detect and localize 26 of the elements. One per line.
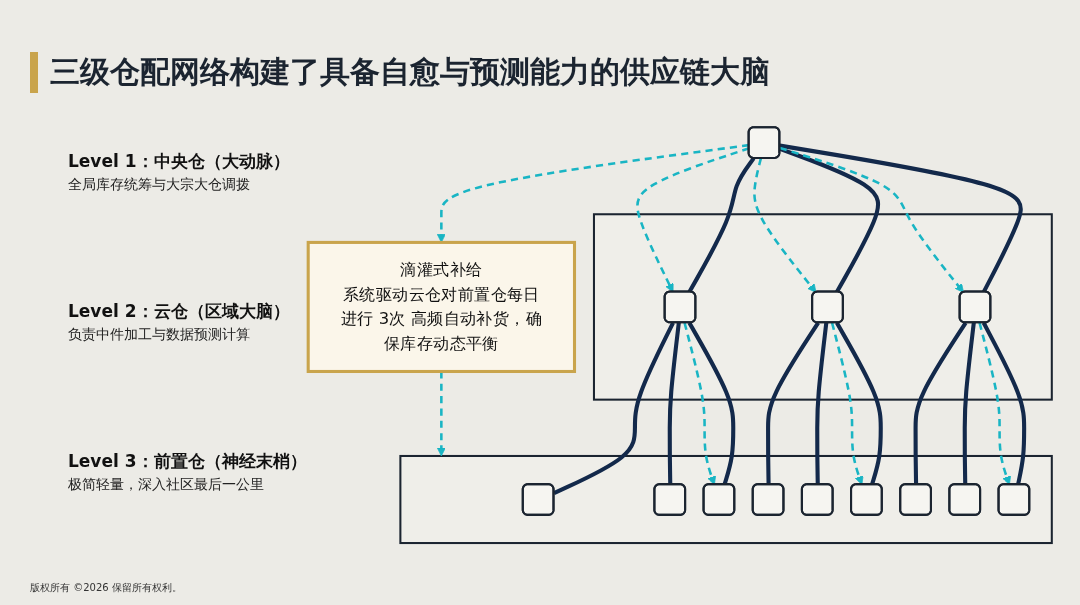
cluster xyxy=(399,454,1053,544)
level-description: 极简轻量，深入社区最后一公里 xyxy=(68,476,265,494)
arrow xyxy=(779,146,964,293)
node-box xyxy=(306,240,577,373)
connector xyxy=(913,321,968,485)
level-heading: Level 2：云仓（区域大脑） xyxy=(68,300,290,323)
connector xyxy=(687,157,756,293)
arrow xyxy=(683,322,716,485)
connector xyxy=(815,322,829,485)
connector xyxy=(779,143,1023,293)
connector xyxy=(766,321,820,485)
level-description: 全局库存统筹与大宗大仓调拨 xyxy=(68,176,251,194)
cluster xyxy=(592,213,1053,401)
connector xyxy=(667,322,681,485)
level-description: 负责中件加工与数据预测计算 xyxy=(68,326,251,344)
connector xyxy=(962,322,976,485)
connector xyxy=(779,146,881,293)
arrow xyxy=(830,322,864,485)
connector xyxy=(553,321,675,495)
copyright-note: 版权所有 ©2026 保留所有权利。 xyxy=(30,581,182,595)
arrow xyxy=(436,371,446,457)
title: 三级仓配网络构建了具备自愈与预测能力的供应链大脑 xyxy=(30,52,770,93)
connector xyxy=(981,321,1027,485)
arrow xyxy=(978,322,1011,485)
level-heading: Level 1：中央仓（大动脉） xyxy=(68,150,290,173)
arrow xyxy=(753,158,817,293)
